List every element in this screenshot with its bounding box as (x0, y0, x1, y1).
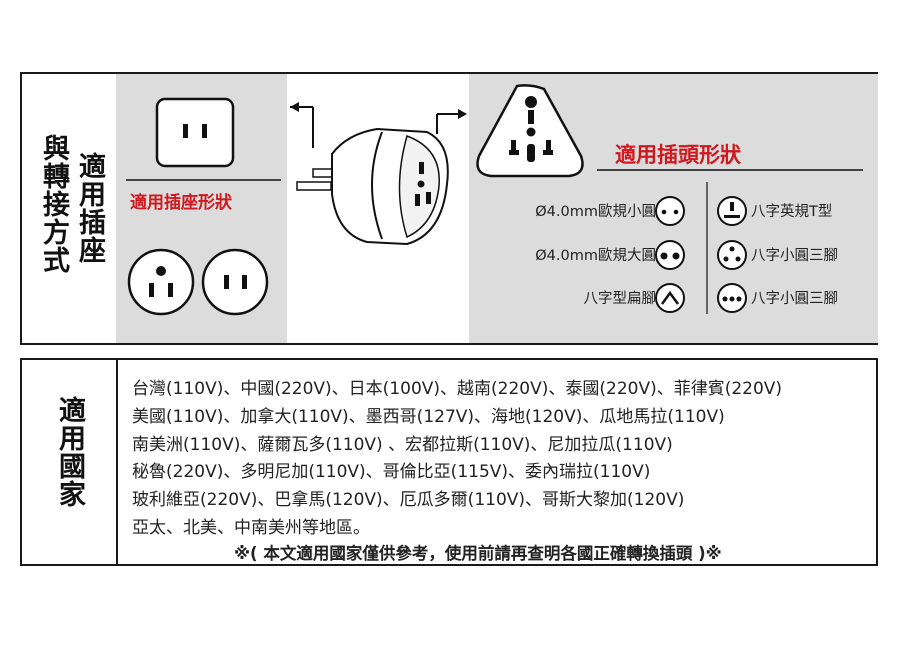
country-line-3: 南美洲(110V)、薩爾瓦多(110V) 、宏都拉斯(110V)、尼加拉瓜(11… (132, 435, 673, 455)
universal-socket-icon (476, 84, 584, 178)
country-line-6: 亞太、北美、中南美州等地區。 (132, 518, 370, 538)
plug-shapes (476, 84, 863, 314)
section-label-column: 適用插座 與轉接方式 (22, 74, 118, 343)
section-label-line2: 與轉接方式 (38, 134, 69, 274)
socket-shapes (126, 97, 281, 316)
disclaimer-note: ※( 本文適用國家僅供參考，使用前請再查明各國正確轉換插頭 )※ (234, 544, 722, 563)
flat-pin-plug-icon (655, 283, 685, 313)
socket-panel: 適用插座形狀 (116, 74, 287, 343)
countries-label: 適用國家 (54, 396, 85, 508)
adapter-icon (290, 102, 467, 246)
countries-label-column: 適用國家 (22, 360, 118, 564)
plug-type-left-3: 八字型扁腳 (583, 291, 657, 307)
plug-type-right-2: 八字小圓三腳 (751, 248, 838, 264)
country-line-2: 美國(110V)、加拿大(110V)、墨西哥(127V)、海地(120V)、瓜地… (132, 407, 725, 427)
three-round-pin-plug-icon (717, 240, 747, 270)
socket-two-pin-icon (155, 97, 235, 168)
country-line-4: 秘魯(220V)、多明尼加(110V)、哥倫比亞(115V)、委內瑞拉(110V… (132, 462, 651, 482)
euro-large-round-plug-icon (655, 240, 685, 270)
plug-type-left-1: Ø4.0mm歐規小圓 (535, 204, 656, 220)
countries-panel: 適用國家 台灣(110V)、中國(220V)、日本(100V)、越南(220V)… (20, 358, 878, 566)
socket-two-pin-round-icon (201, 248, 269, 316)
plug-type-right-3: 八字小圓三腳 (751, 291, 838, 307)
country-line-1: 台灣(110V)、中國(220V)、日本(100V)、越南(220V)、泰國(2… (132, 379, 783, 399)
adapter-illustration (287, 74, 469, 343)
plug-panel: 適用插頭形狀 Ø4.0mm歐規小圓 Ø4.0mm歐規大圓 八字型扁腳 八字英規T… (469, 74, 878, 343)
three-round-pin-plug-alt-icon (717, 283, 747, 313)
euro-small-round-plug-icon (655, 196, 685, 226)
plug-title: 適用插頭形狀 (615, 143, 741, 167)
plug-type-right-1: 八字英規T型 (751, 204, 833, 220)
socket-three-pin-icon (127, 248, 195, 316)
adapter-info-panel: 適用插座 與轉接方式 適 (20, 72, 878, 345)
socket-title: 適用插座形狀 (130, 193, 232, 213)
country-line-5: 玻利維亞(220V)、巴拿馬(120V)、厄瓜多爾(110V)、哥斯大黎加(12… (132, 490, 685, 510)
plug-type-left-2: Ø4.0mm歐規大圓 (535, 248, 656, 264)
section-label-line1: 適用插座 (74, 152, 105, 264)
uk-t-plug-icon (717, 196, 747, 226)
